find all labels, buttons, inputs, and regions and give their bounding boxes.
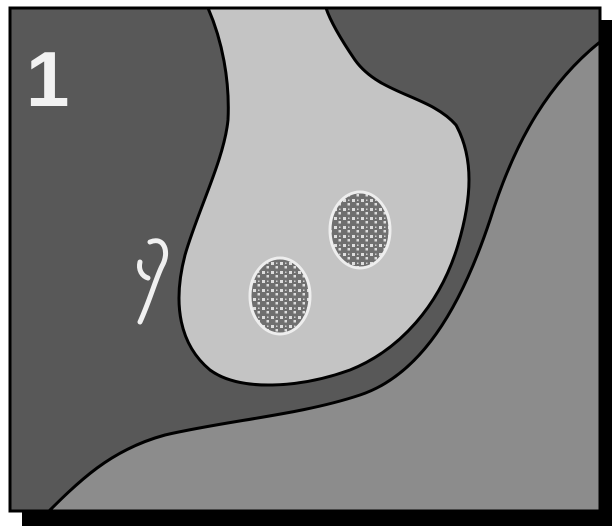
vesicle-upper: [330, 192, 390, 268]
vesicle-lower: [250, 258, 310, 334]
panel-number-label: 1: [26, 40, 67, 118]
